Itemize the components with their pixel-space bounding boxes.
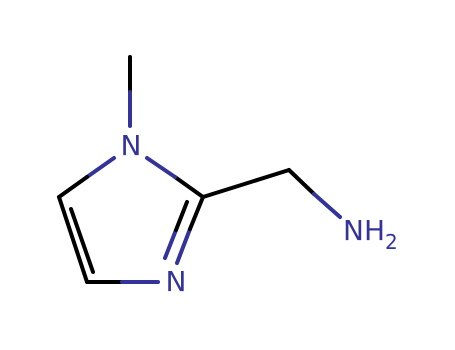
- bond-n1-c5-nitrogen: [85, 156, 116, 179]
- bond-c2-n1-carbon: [173, 175, 205, 199]
- bond-n1-c5-carbon: [57, 175, 89, 199]
- bond-n3-c2-carbon: [188, 195, 205, 231]
- bond-c2-ch2: [201, 168, 291, 199]
- bond-c5-c4: [57, 195, 89, 284]
- bond-c2-n1-nitrogen: [145, 156, 177, 179]
- amine-symbol: NH: [343, 214, 385, 247]
- atom-label-n3: N: [166, 265, 187, 298]
- atom-label-amine: NH2: [343, 214, 398, 254]
- bond-n3-c2-inner-nitrogen: [163, 228, 178, 260]
- bond-ch2-amine-carbon: [287, 168, 316, 196]
- atom-label-n1: N: [121, 129, 142, 162]
- bond-n3-c2-nitrogen: [175, 227, 192, 265]
- bond-c5-c4-inner: [69, 207, 95, 274]
- amine-subscript: 2: [385, 230, 398, 254]
- bond-n3-c2-inner-carbon: [174, 200, 189, 232]
- bond-ch2-amine-nitrogen: [312, 192, 342, 219]
